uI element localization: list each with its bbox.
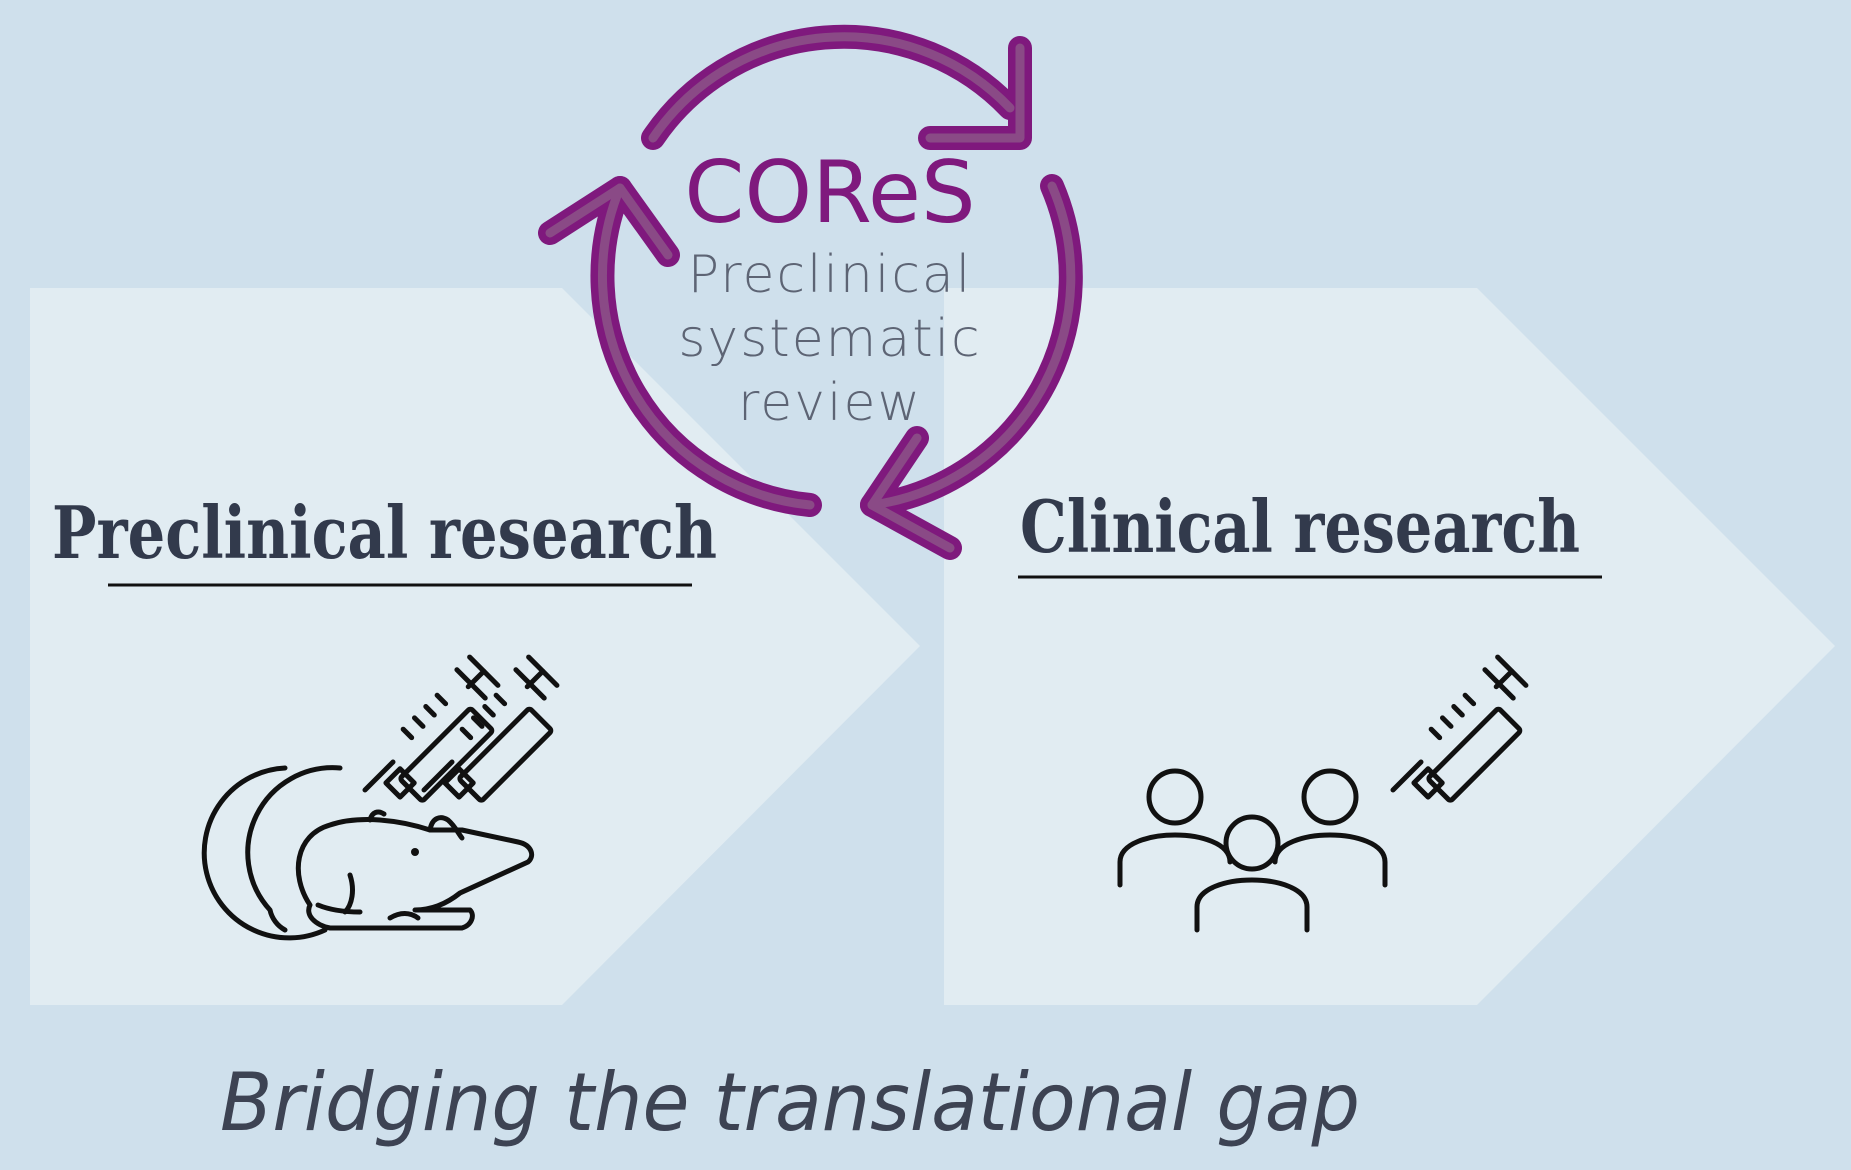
cycle-title: COReS xyxy=(684,143,975,243)
person-icon xyxy=(1117,768,1233,888)
caption: Bridging the translational gap xyxy=(220,1056,1360,1149)
cycle-subtitle-line-2: systematic xyxy=(678,309,981,369)
person-icon xyxy=(1194,814,1310,933)
clinical-panel xyxy=(944,288,1835,1005)
person-icon xyxy=(1272,768,1388,888)
people-with-syringe-icon xyxy=(1117,657,1526,933)
clinical-heading: Clinical research xyxy=(1020,484,1580,569)
cycle-subtitle-line-1: Preclinical xyxy=(688,245,972,305)
cycle-arrows-icon xyxy=(538,24,1083,560)
cycle-subtitle-line-3: review xyxy=(738,373,922,433)
mouse-with-syringes-icon xyxy=(201,657,557,941)
preclinical-heading: Preclinical research xyxy=(52,490,717,575)
mouse-icon xyxy=(201,765,535,941)
